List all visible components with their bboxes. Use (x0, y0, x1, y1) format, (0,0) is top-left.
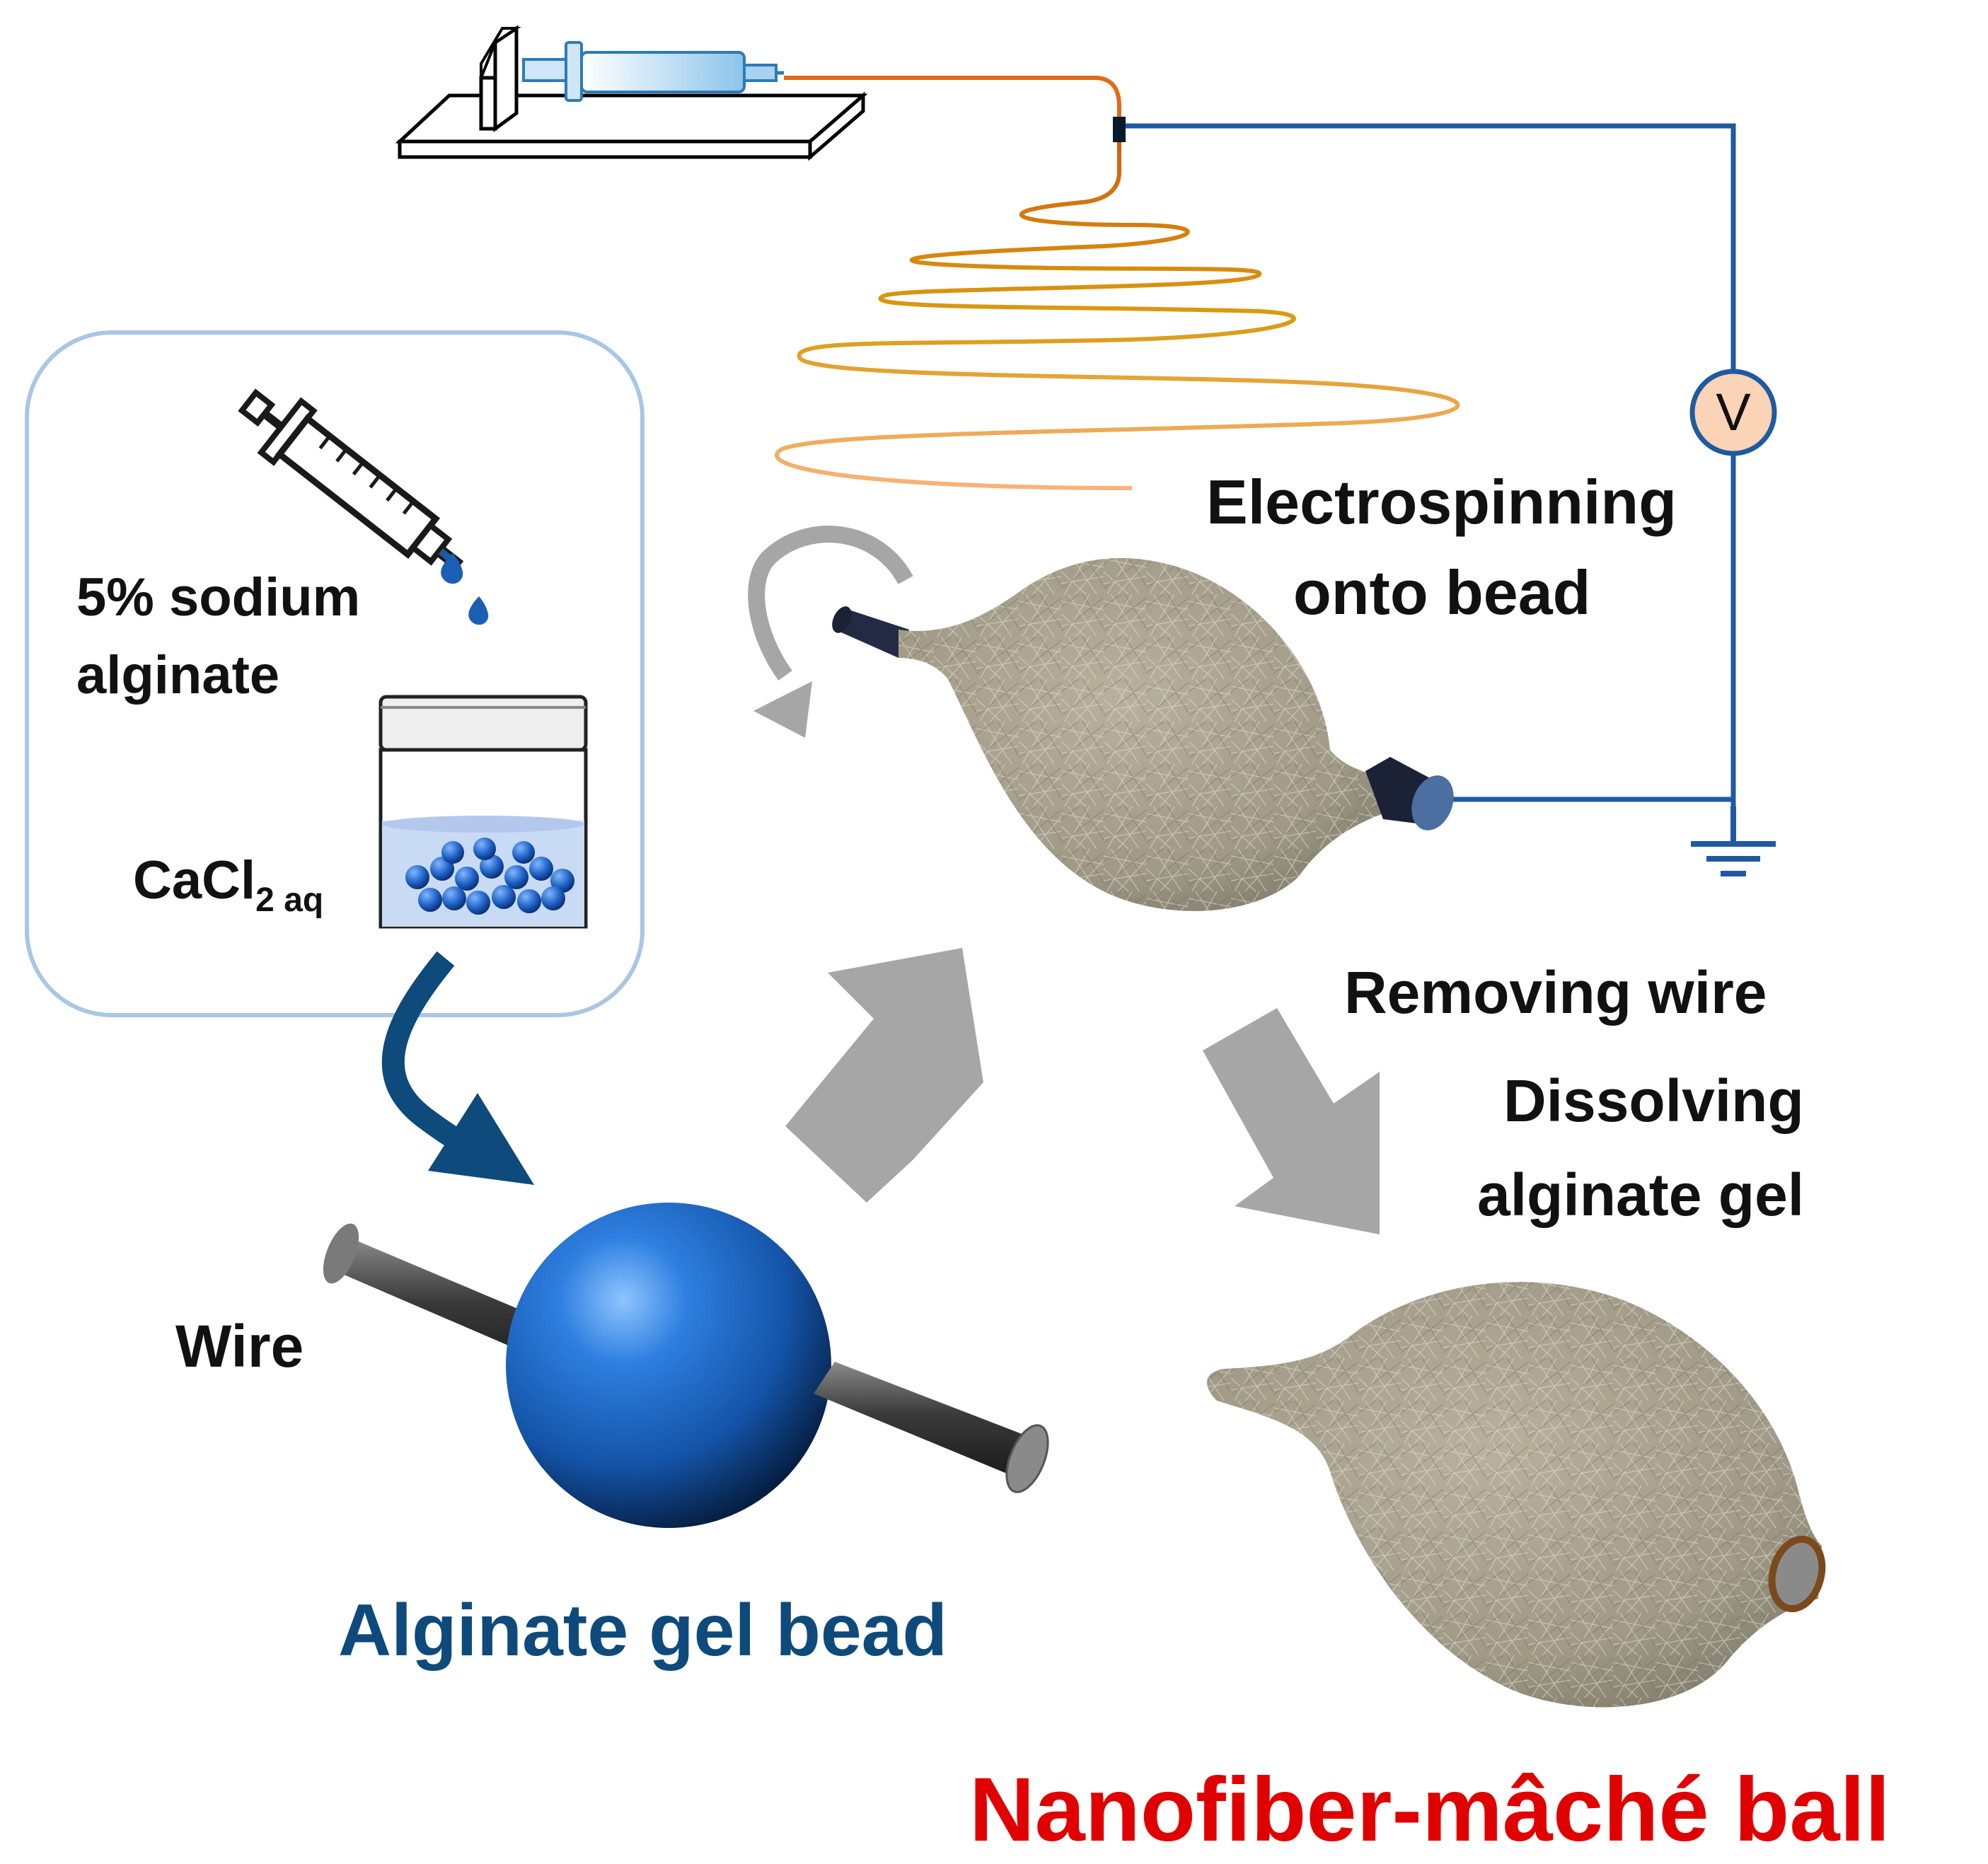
circuit-wire (1126, 123, 1736, 806)
electrospinning-label-line1: Electrospinning (1206, 467, 1677, 537)
bead-preparation-inset: 5% sodium alginate CaCl2 aq (25, 330, 645, 1017)
voltmeter-icon: V (1689, 369, 1777, 456)
nanofiber-mache-ball (1207, 1282, 1826, 1708)
process-arrow-up (785, 948, 983, 1203)
fiber-coated-bead (832, 557, 1454, 911)
electrospinning-label-line2: onto bead (1293, 557, 1590, 627)
syringe-pump-icon (395, 25, 868, 161)
tubing-line (784, 76, 1121, 131)
alginate-gel-bead-title: Alginate gel bead (338, 1590, 947, 1672)
cacl2-main: CaCl (133, 850, 255, 910)
electrospinning-jet (775, 117, 1460, 490)
sodium-alginate-label-line2: alginate (76, 645, 279, 705)
dissolving-label-line2: alginate gel (1477, 1162, 1804, 1228)
cacl2-label: CaCl2 aq (133, 850, 323, 919)
rotation-arrow-icon (748, 526, 913, 738)
voltmeter-label: V (1716, 383, 1751, 441)
jar-icon (378, 695, 588, 929)
syringe-dropper-icon (238, 388, 464, 572)
droplet (441, 553, 463, 584)
nanofiber-mache-ball-title: Nanofiber-mâché ball (969, 1759, 1890, 1860)
alginate-gel-bead (323, 1203, 1049, 1528)
wire-label: Wire (175, 1313, 304, 1379)
ball-opening (1768, 1535, 1826, 1613)
ground-icon (1691, 806, 1776, 876)
bead-sphere (506, 1203, 831, 1528)
removing-wire-label: Removing wire (1344, 959, 1767, 1026)
sodium-alginate-label-line1: 5% sodium (76, 567, 360, 627)
flow-arrow (381, 951, 534, 1185)
process-arrow-down (1203, 1008, 1380, 1234)
cacl2-subscript: 2 aq (255, 881, 323, 919)
dissolving-label-line1: Dissolving (1503, 1067, 1804, 1134)
droplet (468, 596, 489, 625)
